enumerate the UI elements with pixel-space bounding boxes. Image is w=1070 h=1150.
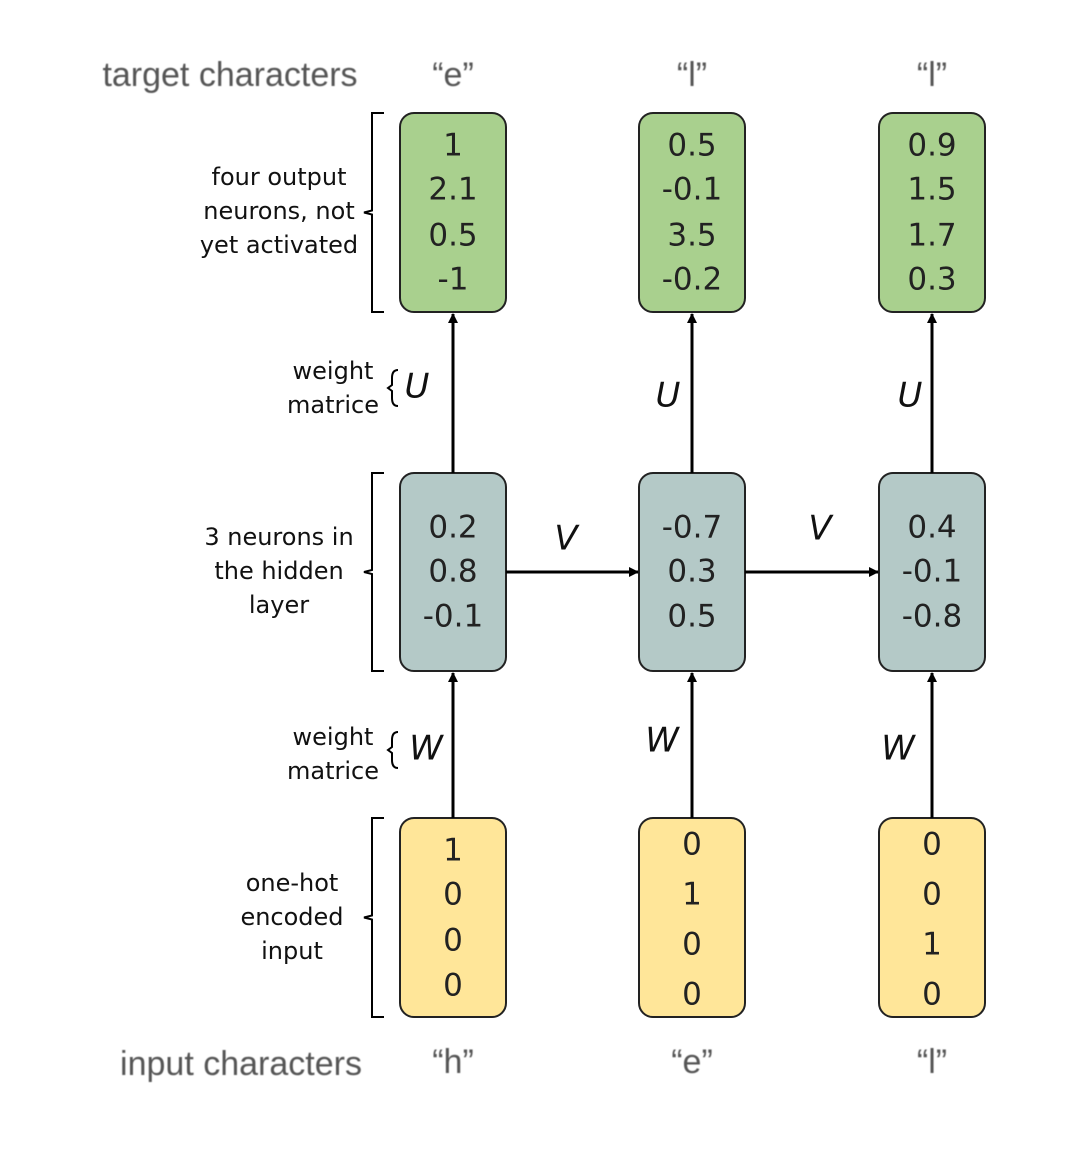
input-value-1-0: 0 (682, 827, 702, 863)
input-char-1: “e” (671, 1043, 713, 1081)
output-bracket (363, 112, 384, 313)
matrix-w-label-1: W (645, 721, 680, 761)
weight-w-side-label-line-1: matrice (287, 757, 379, 785)
input-value-0-1: 0 (443, 877, 463, 913)
hidden-side-label-line-0: 3 neurons in (204, 523, 353, 551)
hidden-value-2-0: 0.4 (907, 510, 956, 546)
hidden-side-label-line-1: the hidden (214, 557, 343, 585)
output-value-2-1: 1.5 (907, 172, 956, 208)
weight-u-side-label-line-1: matrice (287, 391, 379, 419)
weight-w-side-label-line-0: weight (293, 723, 374, 751)
output-box-2 (878, 112, 986, 313)
output-value-1-2: 3.5 (667, 218, 716, 254)
output-box-1 (638, 112, 746, 313)
matrix-w-label-0: W (409, 729, 444, 769)
target-char-1: “l” (677, 56, 707, 94)
output-side-label-line-1: neurons, not (203, 197, 355, 225)
hidden-value-1-2: 0.5 (667, 599, 716, 635)
input-value-1-1: 1 (682, 877, 702, 913)
weight-u-brace (386, 369, 399, 407)
output-value-0-2: 0.5 (428, 218, 477, 254)
input-value-1-2: 0 (682, 927, 702, 963)
output-box-0 (399, 112, 507, 313)
hidden-value-0-1: 0.8 (428, 554, 477, 590)
output-side-label-line-2: yet activated (200, 231, 358, 259)
input-value-2-2: 1 (922, 927, 942, 963)
input-value-0-0: 1 (443, 833, 463, 869)
input-value-1-3: 0 (682, 977, 702, 1013)
matrix-u-label-0: U (405, 367, 430, 407)
input-value-0-2: 0 (443, 923, 463, 959)
input-value-0-3: 0 (443, 968, 463, 1004)
input-char-0: “h” (432, 1043, 474, 1081)
hidden-value-1-0: -0.7 (662, 510, 723, 546)
output-value-0-0: 1 (443, 128, 463, 164)
target-char-2: “l” (917, 56, 947, 94)
hidden-side-label-line-2: layer (249, 591, 309, 619)
output-value-0-1: 2.1 (428, 172, 477, 208)
matrix-u-label-1: U (656, 376, 681, 416)
input-char-2: “l” (917, 1043, 947, 1081)
hidden-value-2-1: -0.1 (902, 554, 963, 590)
input-value-2-1: 0 (922, 877, 942, 913)
input-characters-header: input characters (120, 1045, 362, 1083)
hidden-value-0-2: -0.1 (423, 599, 484, 635)
target-characters-header: target characters (102, 56, 357, 94)
input-side-label-line-1: encoded (240, 903, 343, 931)
hidden-bracket (363, 472, 384, 672)
target-char-0: “e” (432, 56, 474, 94)
hidden-value-0-0: 0.2 (428, 510, 477, 546)
input-bracket (363, 817, 384, 1018)
hidden-value-1-1: 0.3 (667, 554, 716, 590)
output-value-1-1: -0.1 (662, 172, 723, 208)
matrix-u-label-2: U (898, 376, 923, 416)
matrix-v-label-0: V (554, 519, 580, 559)
output-value-0-3: -1 (438, 262, 469, 298)
output-side-label-line-0: four output (212, 163, 347, 191)
hidden-value-2-2: -0.8 (902, 599, 963, 635)
matrix-w-label-2: W (881, 729, 916, 769)
output-value-1-0: 0.5 (667, 128, 716, 164)
matrix-v-label-1: V (808, 509, 834, 549)
output-value-2-3: 0.3 (907, 262, 956, 298)
output-value-2-2: 1.7 (907, 218, 956, 254)
output-value-2-0: 0.9 (907, 128, 956, 164)
input-value-2-0: 0 (922, 827, 942, 863)
input-side-label-line-2: input (261, 937, 323, 965)
input-value-2-3: 0 (922, 977, 942, 1013)
weight-w-brace (386, 731, 399, 769)
output-value-1-3: -0.2 (662, 262, 723, 298)
weight-u-side-label-line-0: weight (293, 357, 374, 385)
input-side-label-line-0: one-hot (246, 869, 339, 897)
